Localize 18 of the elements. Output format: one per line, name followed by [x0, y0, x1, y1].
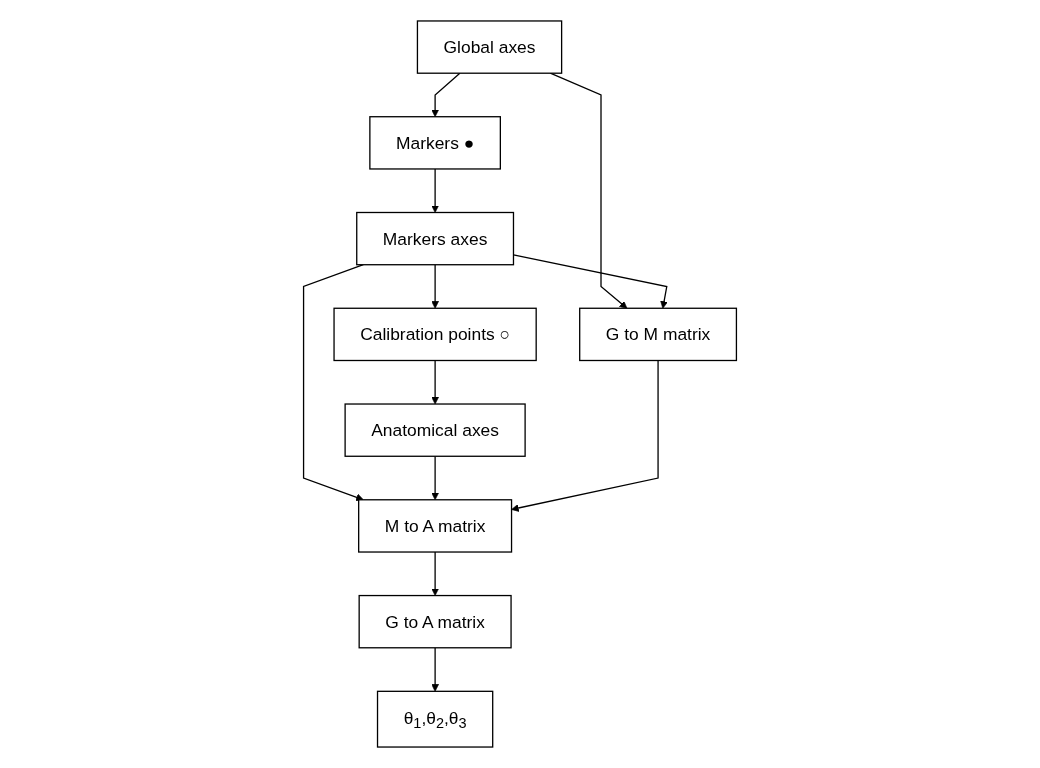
node-box: G to A matrix — [358, 594, 512, 649]
arrow — [431, 455, 439, 501]
arrow — [431, 551, 439, 596]
arrow — [431, 168, 439, 213]
arrow — [431, 359, 439, 405]
node-box: G to M matrix — [579, 307, 738, 362]
node-box: θ$_{1}$,θ$_{2}$,θ$_{3}$ — [376, 690, 494, 748]
node-box: M to A matrix — [358, 499, 513, 553]
node-box: Markers ● — [369, 116, 501, 170]
node-box: Anatomical axes — [344, 403, 526, 457]
arrow — [431, 72, 461, 118]
arrow — [431, 264, 439, 309]
arrow — [302, 264, 364, 502]
arrow — [431, 647, 439, 692]
arrow — [511, 359, 659, 512]
node-box: Global axes — [416, 20, 563, 74]
node-box: Calibration points ○ — [333, 307, 537, 362]
node-box: Markers axes — [356, 211, 515, 266]
